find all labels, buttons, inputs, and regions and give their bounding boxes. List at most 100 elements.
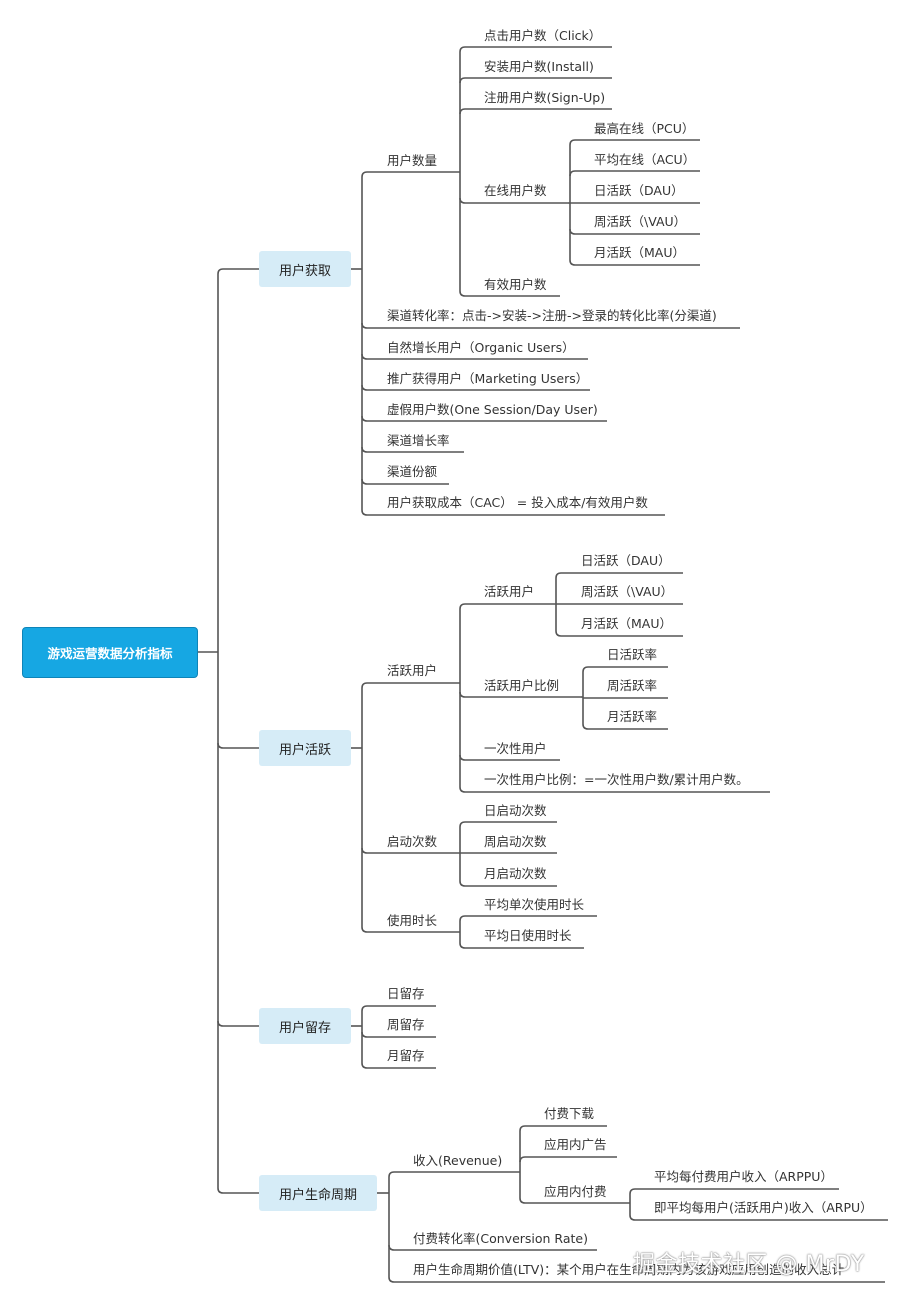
node-marketing-users[interactable]: 推广获得用户（Marketing Users）	[387, 371, 589, 386]
node-one-time-ratio[interactable]: 一次性用户比例：=一次性用户数/累计用户数。	[484, 772, 749, 787]
iap-branch	[629, 1188, 839, 1195]
retention-branch	[361, 1031, 436, 1038]
root-branch	[217, 268, 259, 275]
user-count-branch	[459, 197, 568, 204]
acquire-branch	[361, 353, 588, 360]
node-weekly-retention[interactable]: 周留存	[387, 1017, 425, 1032]
acquire-branch	[361, 509, 665, 516]
root-branch	[217, 742, 259, 749]
node-avg-session-duration[interactable]: 平均单次使用时长	[484, 897, 585, 912]
root-branch	[217, 1020, 259, 1027]
user-count-branch	[459, 290, 560, 297]
node-in-app-purchase[interactable]: 应用内付费	[544, 1184, 607, 1199]
revenue-branch	[519, 1156, 617, 1163]
node-channel-growth[interactable]: 渠道增长率	[387, 433, 450, 448]
root-branch	[217, 1187, 259, 1194]
node-active-ratio[interactable]: 活跃用户比例	[484, 678, 560, 693]
online-branch	[569, 259, 700, 266]
node-arppu[interactable]: 平均每付费用户收入（ARPPU）	[654, 1169, 833, 1184]
lifecycle-branch	[388, 1276, 885, 1283]
node-ltv[interactable]: 用户生命周期价值(LTV)：某个用户在生命周期内为该游戏应用创造的收入总计	[413, 1262, 845, 1277]
active-branch	[361, 926, 460, 933]
node-pcu[interactable]: 最高在线（PCU）	[594, 121, 695, 136]
active-users-branch	[459, 786, 770, 793]
node-usage-duration[interactable]: 使用时长	[387, 913, 438, 928]
node-channel-conversion[interactable]: 渠道转化率：点击->安装->注册->登录的转化比率(分渠道)	[387, 308, 717, 323]
node-monthly-retention[interactable]: 月留存	[387, 1048, 425, 1063]
duration-branch	[459, 915, 597, 922]
root-node[interactable]: 游戏运营数据分析指标	[22, 627, 198, 678]
duration-branch	[459, 942, 584, 949]
node-active-mau[interactable]: 月活跃（MAU）	[581, 616, 672, 631]
node-daily-launches[interactable]: 日启动次数	[484, 803, 547, 818]
node-one-time-users[interactable]: 一次性用户	[484, 741, 547, 756]
node-weekly-launches[interactable]: 周启动次数	[484, 834, 547, 849]
online-branch	[569, 228, 700, 235]
lifecycle-branch	[388, 1244, 597, 1251]
active-users-branch	[459, 603, 556, 610]
launch-branch	[459, 880, 557, 887]
node-user-retention[interactable]: 用户留存	[259, 1008, 351, 1044]
au-branch	[555, 630, 683, 637]
node-daily-active-rate[interactable]: 日活跃率	[607, 647, 658, 662]
node-dau[interactable]: 日活跃（DAU）	[594, 183, 684, 198]
active-users-branch	[459, 754, 560, 761]
lifecycle-branch	[388, 1171, 520, 1178]
node-paid-download[interactable]: 付费下载	[544, 1106, 595, 1121]
node-user-activity[interactable]: 用户活跃	[259, 730, 351, 766]
acquire-branch	[361, 384, 590, 391]
node-install-users[interactable]: 安装用户数(Install)	[484, 59, 594, 74]
active-users-branch	[459, 691, 581, 698]
node-arpu[interactable]: 即平均每用户(活跃用户)收入（ARPU）	[654, 1200, 873, 1215]
node-fake-users[interactable]: 虚假用户数(One Session/Day User)	[387, 402, 598, 417]
node-click-users[interactable]: 点击用户数（Click）	[484, 28, 602, 43]
acquire-branch	[361, 171, 460, 178]
node-active-users-sub[interactable]: 活跃用户	[484, 584, 535, 599]
revenue-branch	[519, 1197, 630, 1204]
user-count-branch	[459, 108, 612, 115]
node-user-acquisition[interactable]: 用户获取	[259, 251, 351, 287]
launch-branch	[459, 821, 557, 828]
node-mau[interactable]: 月活跃（MAU）	[594, 245, 685, 260]
online-branch	[569, 139, 700, 146]
node-wau[interactable]: 周活跃（\VAU）	[594, 214, 687, 229]
node-weekly-active-rate[interactable]: 周活跃率	[607, 678, 658, 693]
ratio-branch	[582, 666, 668, 673]
acquire-branch	[361, 322, 740, 329]
active-branch	[361, 682, 460, 689]
node-active-wau[interactable]: 周活跃（\VAU）	[581, 584, 674, 599]
node-signup-users[interactable]: 注册用户数(Sign-Up)	[484, 90, 606, 105]
node-monthly-active-rate[interactable]: 月活跃率	[607, 709, 658, 724]
node-user-lifecycle[interactable]: 用户生命周期	[259, 1175, 377, 1211]
node-daily-retention[interactable]: 日留存	[387, 986, 425, 1001]
node-launch-count[interactable]: 启动次数	[387, 834, 438, 849]
node-cac[interactable]: 用户获取成本（CAC） = 投入成本/有效用户数	[387, 495, 648, 510]
node-active-users[interactable]: 活跃用户	[387, 663, 438, 678]
retention-branch	[361, 1062, 436, 1069]
acquire-branch	[361, 415, 607, 422]
node-conversion-rate[interactable]: 付费转化率(Conversion Rate)	[413, 1231, 588, 1246]
user-count-branch	[459, 77, 612, 84]
watermark: 掘金技术社区 @ MrDY	[633, 1252, 865, 1277]
node-valid-users[interactable]: 有效用户数	[484, 277, 547, 292]
node-avg-daily-duration[interactable]: 平均日使用时长	[484, 928, 572, 943]
retention-branch	[361, 1005, 436, 1012]
node-online-users[interactable]: 在线用户数	[484, 183, 547, 198]
node-channel-share[interactable]: 渠道份额	[387, 464, 438, 479]
node-organic-users[interactable]: 自然增长用户（Organic Users）	[387, 340, 575, 355]
revenue-branch	[519, 1125, 607, 1132]
node-in-app-ads[interactable]: 应用内广告	[544, 1137, 607, 1152]
user-count-branch	[459, 46, 612, 53]
au-branch	[555, 572, 683, 579]
node-acu[interactable]: 平均在线（ACU）	[594, 152, 696, 167]
iap-branch	[629, 1214, 888, 1221]
node-user-count[interactable]: 用户数量	[387, 153, 438, 168]
active-branch	[361, 847, 460, 854]
node-active-dau[interactable]: 日活跃（DAU）	[581, 553, 671, 568]
node-monthly-launches[interactable]: 月启动次数	[484, 866, 547, 881]
node-revenue[interactable]: 收入(Revenue)	[413, 1153, 503, 1168]
online-branch	[569, 170, 700, 177]
ratio-branch	[582, 723, 668, 730]
